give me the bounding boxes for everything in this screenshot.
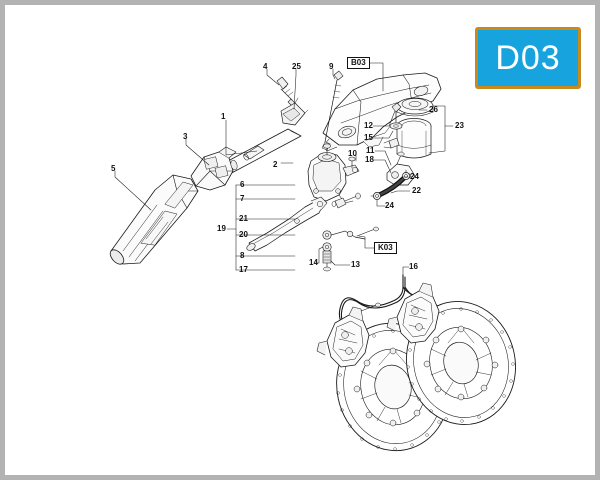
callout-26: 26 — [429, 105, 438, 114]
callout-b03[interactable]: B03 — [347, 57, 370, 69]
banjo-bolt-24a-part — [402, 169, 410, 180]
fluid-reservoir-part — [396, 118, 432, 159]
callout-24a: 24 — [410, 172, 419, 181]
section-badge: D03 — [475, 27, 581, 89]
bar-bushing-part — [243, 145, 265, 161]
parts-diagram-svg — [109, 62, 516, 452]
clamp-25-part — [280, 97, 309, 126]
screw-4-part — [276, 76, 297, 108]
callout-18: 18 — [365, 155, 374, 164]
switch-housing-part — [190, 146, 238, 191]
upper-brake-line-part — [330, 226, 379, 240]
callout-15: 15 — [364, 133, 373, 142]
reservoir-fitting-part — [383, 137, 400, 149]
callout-22: 22 — [412, 186, 421, 195]
washer-15-part — [389, 122, 403, 130]
callout-14: 14 — [309, 258, 318, 267]
callout-23: 23 — [455, 121, 464, 130]
callout-16: 16 — [409, 262, 418, 271]
callout-8: 8 — [240, 251, 245, 260]
banjo-bolt-24b-part — [370, 192, 381, 200]
callout-7: 7 — [240, 194, 245, 203]
brake-hose-22-part — [376, 175, 407, 198]
brake-disc-right-part — [406, 300, 516, 426]
callout-11: 11 — [366, 146, 375, 155]
callout-5: 5 — [111, 164, 116, 173]
callout-k03[interactable]: K03 — [374, 242, 397, 254]
screw-12-part — [391, 102, 402, 123]
brake-caliper-right-part — [386, 282, 440, 344]
callout-2: 2 — [273, 160, 278, 169]
section-badge-label: D03 — [495, 39, 561, 77]
callout-6: 6 — [240, 180, 245, 189]
callout-19: 19 — [217, 224, 226, 233]
callout-25: 25 — [292, 62, 301, 71]
callout-4: 4 — [263, 62, 268, 71]
callout-12: 12 — [364, 121, 373, 130]
callout-3: 3 — [183, 132, 188, 141]
brake-lever-part — [246, 196, 328, 252]
callout-20: 20 — [239, 230, 248, 239]
master-cylinder-part — [307, 143, 360, 204]
brake-switch-part — [322, 230, 332, 272]
callout-17: 17 — [239, 265, 248, 274]
callout-13: 13 — [351, 260, 360, 269]
callout-9: 9 — [329, 62, 334, 71]
lever-adjuster-parts — [331, 192, 361, 209]
callout-1: 1 — [221, 112, 226, 121]
callout-10: 10 — [348, 149, 357, 158]
callout-24b: 24 — [385, 201, 394, 210]
callout-21: 21 — [239, 214, 248, 223]
brake-caliper-left-part — [316, 302, 381, 368]
diagram-canvas: 1 2 3 4 5 6 7 8 9 10 11 12 13 14 15 16 1… — [5, 5, 595, 475]
throttle-grip-part — [109, 174, 199, 265]
mount-bolt-10-part — [348, 156, 356, 169]
leader-lines — [114, 62, 454, 278]
